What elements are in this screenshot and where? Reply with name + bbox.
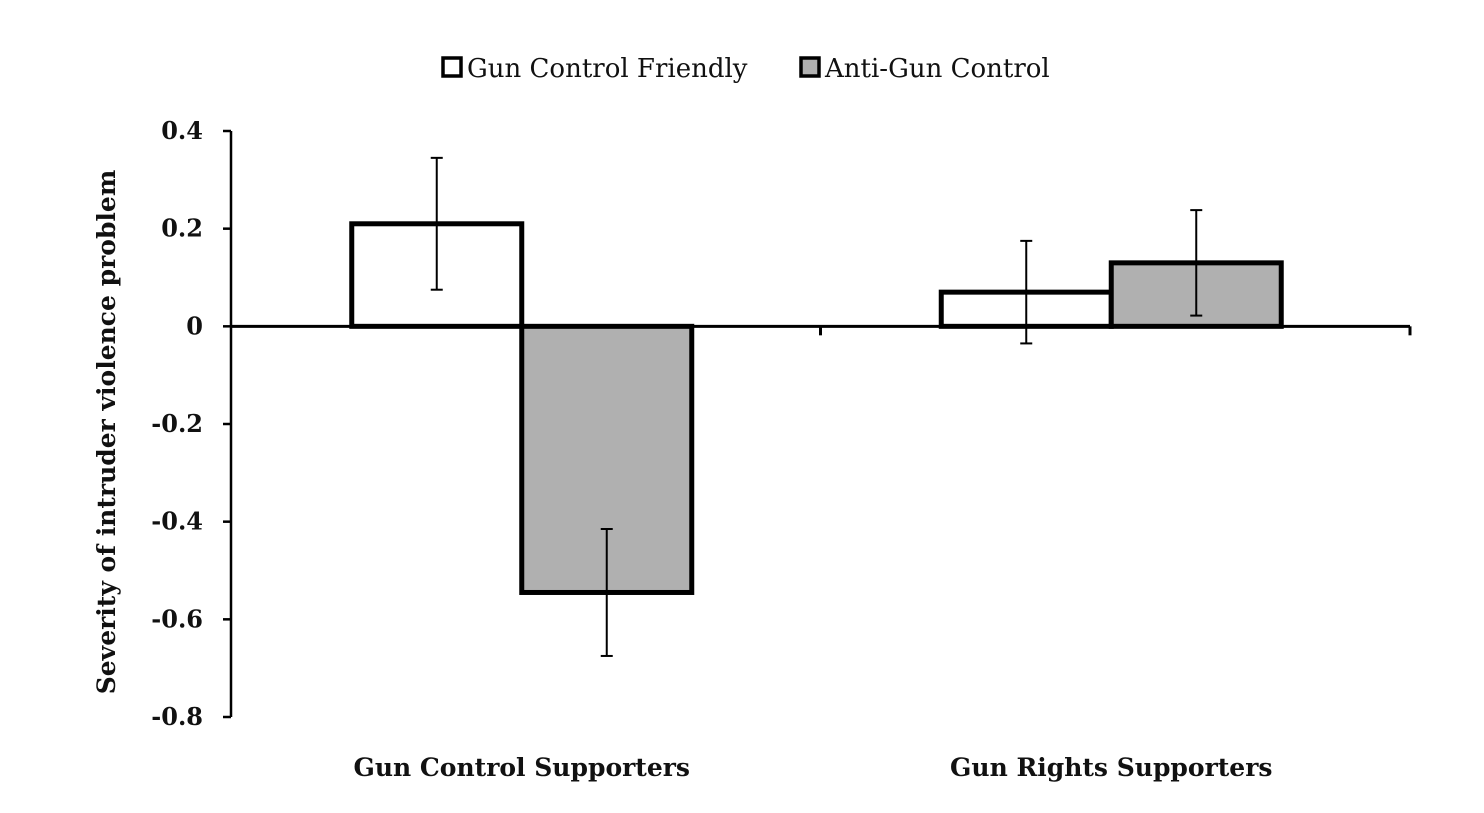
- y-tick-label: -0.2: [151, 409, 203, 438]
- x-tick-label: Gun Rights Supporters: [950, 753, 1272, 782]
- legend: Gun Control Friendly Anti-Gun Control: [441, 54, 1050, 84]
- bars: [349, 221, 1284, 595]
- y-tick-label: -0.8: [151, 702, 203, 731]
- legend-swatch: [799, 56, 821, 78]
- category-labels: Gun Control Supporters Gun Rights Support…: [354, 753, 1273, 782]
- y-axis: 0.4 0.2 0 -0.2 -0.4 -0.6 -0.8: [151, 116, 233, 731]
- y-tick-label: -0.6: [151, 604, 203, 633]
- y-axis-label: Severity of intruder violence problem: [92, 170, 121, 695]
- legend-swatch: [441, 56, 463, 78]
- y-tick-label: 0: [186, 311, 203, 340]
- legend-label: Anti-Gun Control: [824, 54, 1050, 84]
- x-tick-label: Gun Control Supporters: [354, 753, 691, 782]
- legend-label: Gun Control Friendly: [467, 54, 748, 84]
- y-tick-label: 0.4: [161, 116, 203, 145]
- error-bars: [430, 156, 1203, 657]
- y-tick-label: -0.4: [151, 507, 203, 536]
- y-tick-label: 0.2: [161, 214, 203, 243]
- x-axis: [231, 324, 1412, 336]
